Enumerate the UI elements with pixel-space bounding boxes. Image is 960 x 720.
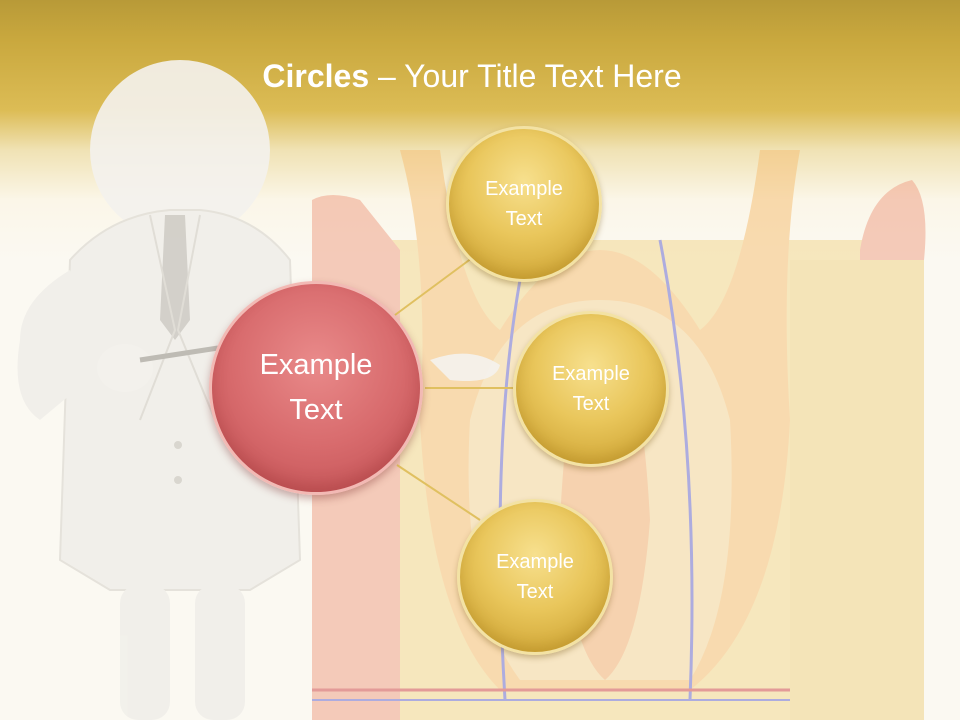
center-circle-label: Example Text	[259, 349, 373, 426]
satellite-circle-label: Example Text	[552, 363, 630, 415]
slide-title: Circles – Your Title Text Here	[0, 58, 944, 95]
satellite-circle-bottom: Example Text	[457, 499, 613, 655]
connectors	[394, 257, 515, 521]
center-circle: Example Text	[209, 281, 423, 495]
satellite-circle-top: Example Text	[446, 126, 602, 282]
blood-vessel	[658, 239, 694, 701]
connector-line	[396, 464, 481, 521]
satellite-circle-label: Example Text	[485, 178, 563, 230]
doctor-figure	[17, 60, 500, 720]
connector-line	[394, 257, 473, 316]
title-rest: – Your Title Text Here	[369, 58, 682, 94]
satellite-circle-middle: Example Text	[513, 311, 669, 467]
tissue-block	[790, 260, 924, 720]
satellite-circle-label: Example Text	[496, 551, 574, 603]
title-bold: Circles	[262, 58, 370, 94]
